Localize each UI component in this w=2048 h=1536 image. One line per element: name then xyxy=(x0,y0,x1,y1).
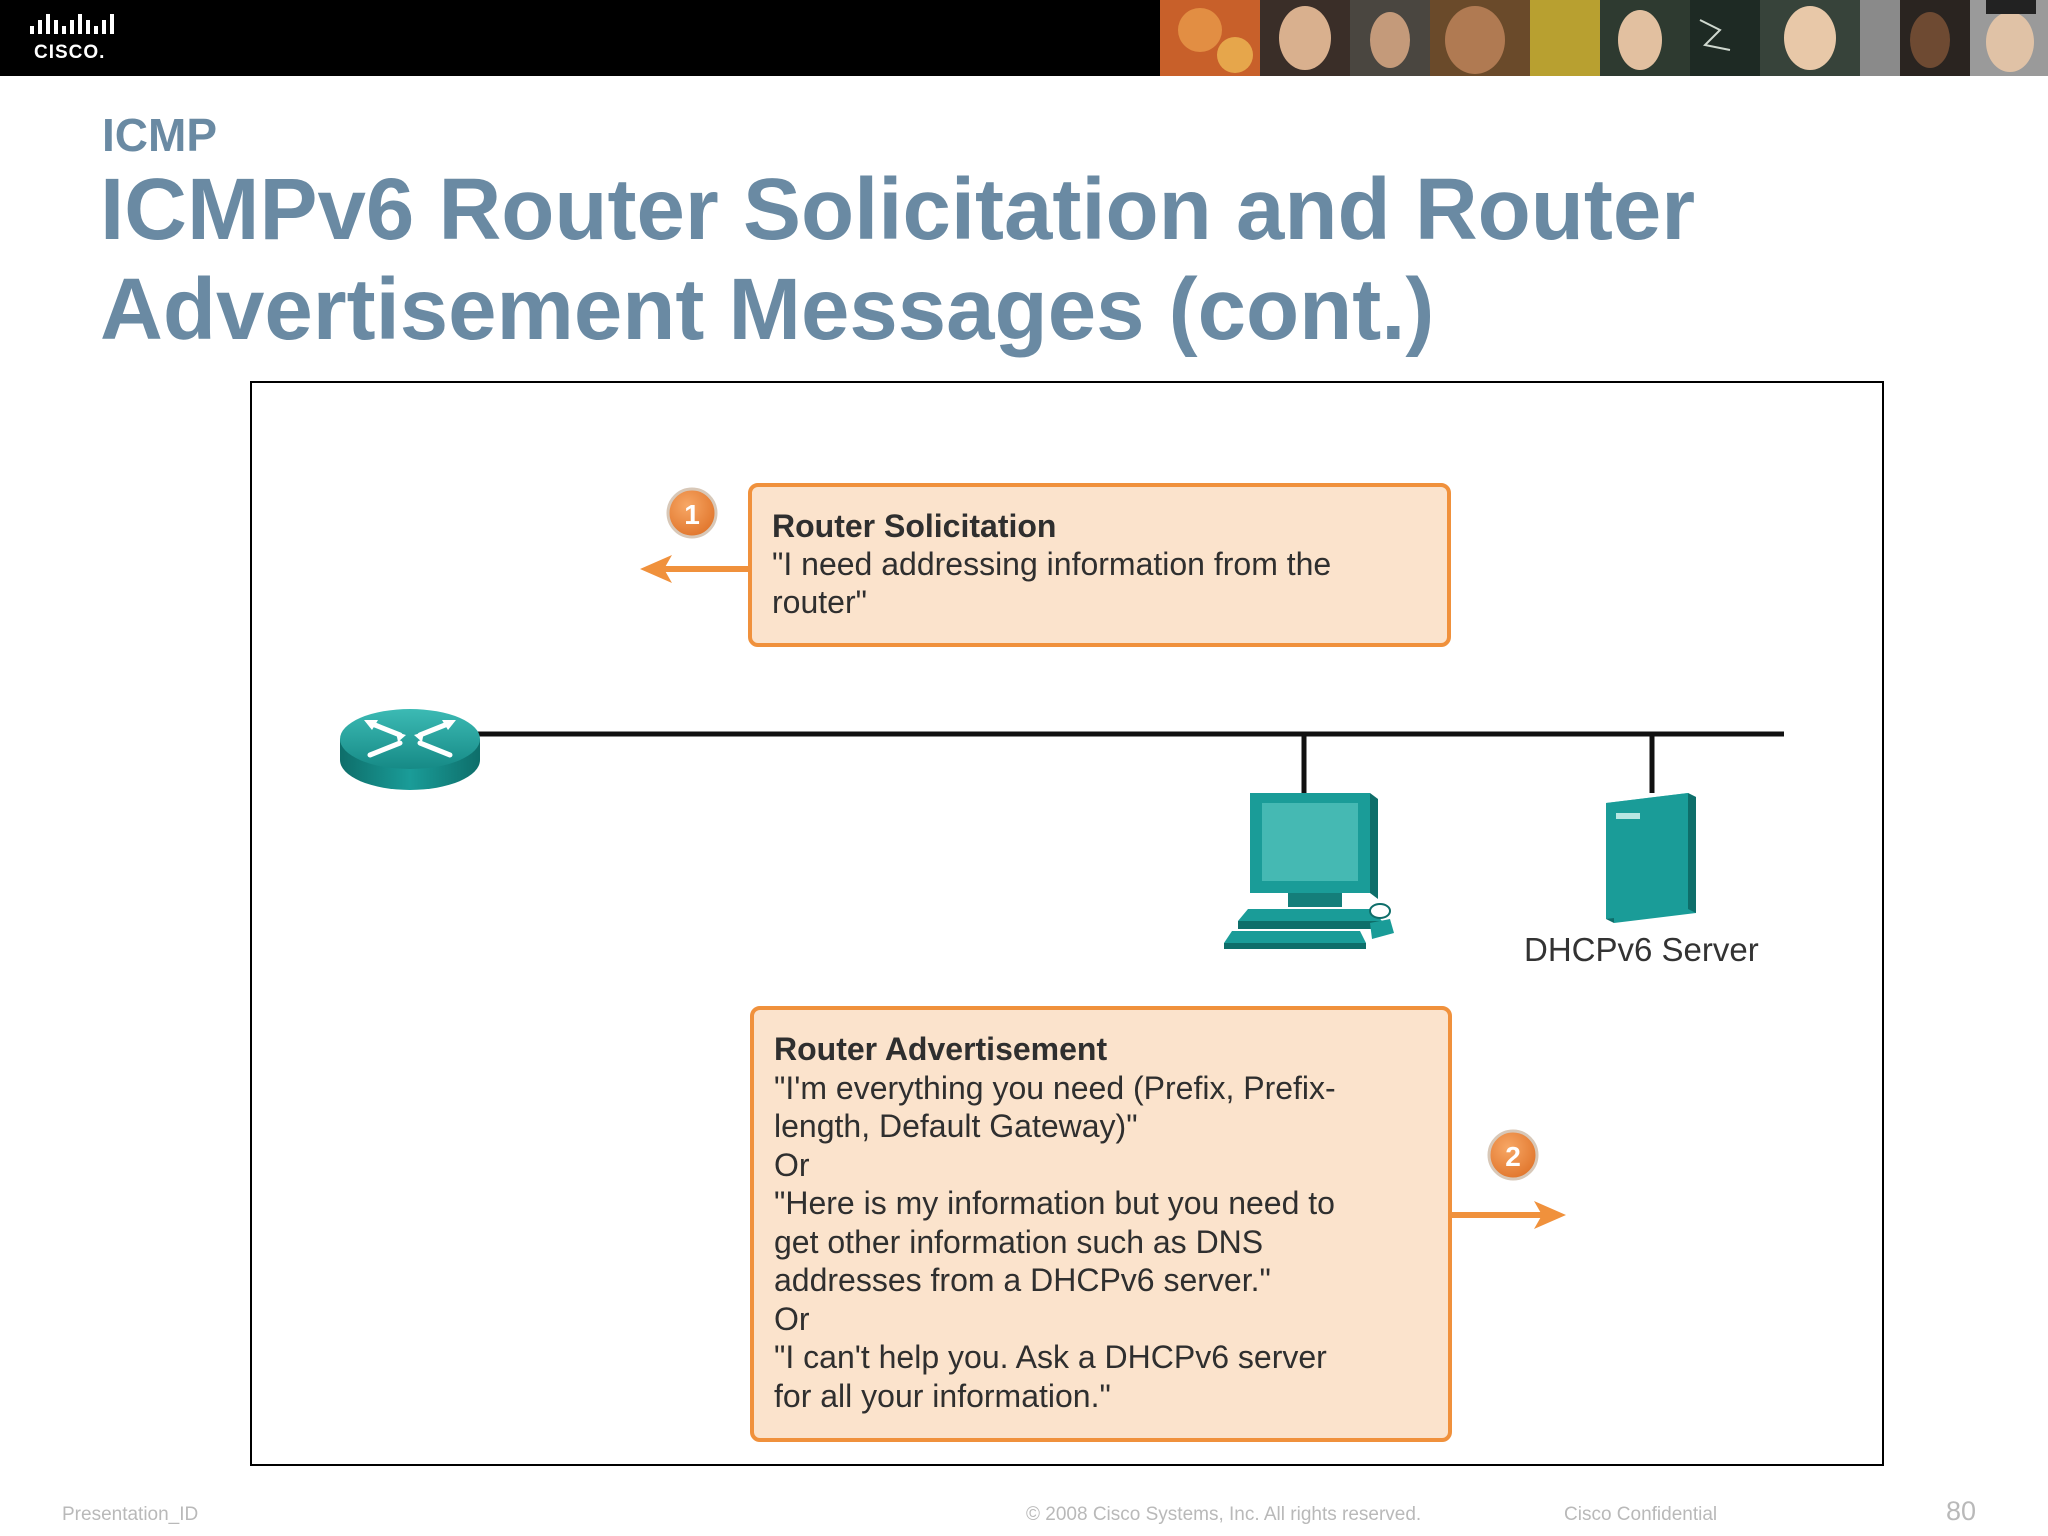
callout-line: "Here is my information but you need to xyxy=(774,1185,1335,1221)
router-solicitation-callout: Router Solicitation "I need addressing i… xyxy=(748,483,1451,647)
footer-copyright: © 2008 Cisco Systems, Inc. All rights re… xyxy=(1026,1504,1422,1525)
page-number: 80 xyxy=(1946,1496,1977,1526)
dhcpv6-server-label: DHCPv6 Server xyxy=(1524,931,1759,968)
section-title: ICMP xyxy=(102,109,217,161)
network-diagram: 1 2 xyxy=(340,487,1784,1229)
callout-line: "I'm everything you need (Prefix, Prefix… xyxy=(774,1069,1336,1106)
server-icon[interactable] xyxy=(1606,793,1696,923)
slide-title-line: Advertisement Messages (cont.) xyxy=(100,261,1435,358)
router-icon[interactable] xyxy=(340,709,480,790)
footer-presentation-id: Presentation_ID xyxy=(62,1504,199,1525)
step-2-badge: 2 xyxy=(1487,1129,1539,1181)
footer-confidential: Cisco Confidential xyxy=(1564,1504,1718,1525)
callout-line: get other information such as DNS xyxy=(774,1223,1264,1260)
step-2-number: 2 xyxy=(1505,1141,1521,1172)
callout-line: Or xyxy=(774,1146,810,1183)
header-photo-strip xyxy=(1160,0,2048,76)
callout-line: router" xyxy=(772,584,867,620)
callout-line: "I need addressing information from the xyxy=(772,546,1332,582)
cisco-bridge-icon xyxy=(30,14,114,34)
diagram-frame: 1 2 Router Solicitation "I need addressi… xyxy=(250,381,1884,1466)
header-banner: CISCO. xyxy=(0,0,2048,76)
router-advertisement-arrow xyxy=(1452,1201,1566,1229)
step-1-number: 1 xyxy=(684,499,700,530)
pc-icon[interactable] xyxy=(1224,793,1394,949)
cisco-logo-text: CISCO. xyxy=(34,42,106,63)
photo-tile xyxy=(1690,0,1760,76)
callout-title: Router Solicitation xyxy=(772,508,1057,544)
photo-tile xyxy=(1530,0,1600,76)
cisco-logo: CISCO. xyxy=(28,12,124,66)
callout-line: "I can't help you. Ask a DHCPv6 server xyxy=(774,1339,1327,1375)
callout-title: Router Advertisement xyxy=(774,1031,1108,1067)
slide-title-line: ICMPv6 Router Solicitation and Router xyxy=(100,161,1696,258)
callout-line: addresses from a DHCPv6 server." xyxy=(774,1262,1271,1298)
router-solicitation-arrow xyxy=(640,555,748,583)
slide-title: ICMPv6 Router Solicitation and Router Ad… xyxy=(100,160,1980,360)
router-advertisement-callout: Router Advertisement "I'm everything you… xyxy=(750,1006,1452,1442)
callout-line: for all your information." xyxy=(774,1377,1111,1414)
callout-line: Or xyxy=(774,1300,810,1337)
photo-tile xyxy=(1860,0,1900,76)
step-1-badge: 1 xyxy=(666,487,718,539)
callout-line: length, Default Gateway)" xyxy=(774,1108,1138,1144)
